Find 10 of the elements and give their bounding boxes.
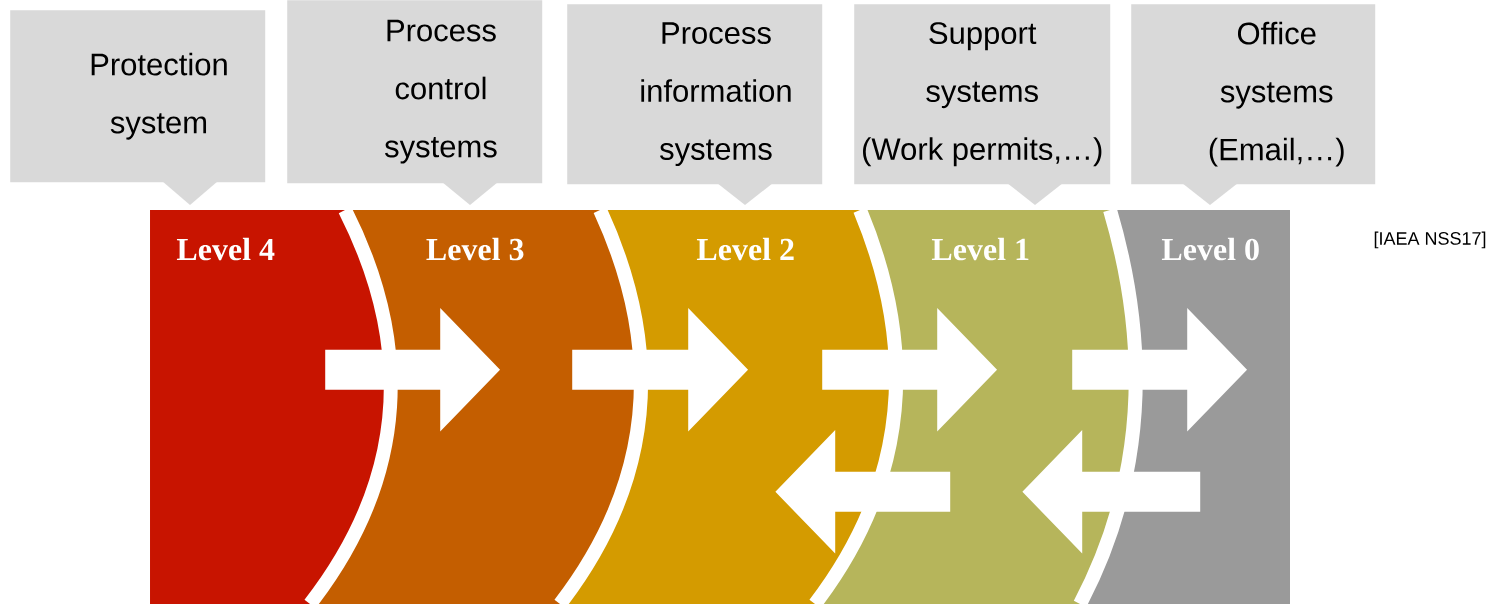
- callout-box: Protection system: [10, 10, 266, 205]
- callout-box: Process control systems: [287, 0, 543, 205]
- source-label: [IAEA NSS17]: [1374, 231, 1486, 249]
- level-band: Level 0: [1080, 210, 1290, 604]
- callout-box: Office systems (Email,…): [1131, 4, 1376, 205]
- callout-box: Support systems (Work permits,…): [854, 4, 1111, 205]
- level-band: Level 3: [310, 210, 641, 604]
- level-band: Level 2: [560, 210, 897, 604]
- callout-box: Process information systems: [567, 4, 823, 205]
- level-band: Level 1: [815, 210, 1136, 604]
